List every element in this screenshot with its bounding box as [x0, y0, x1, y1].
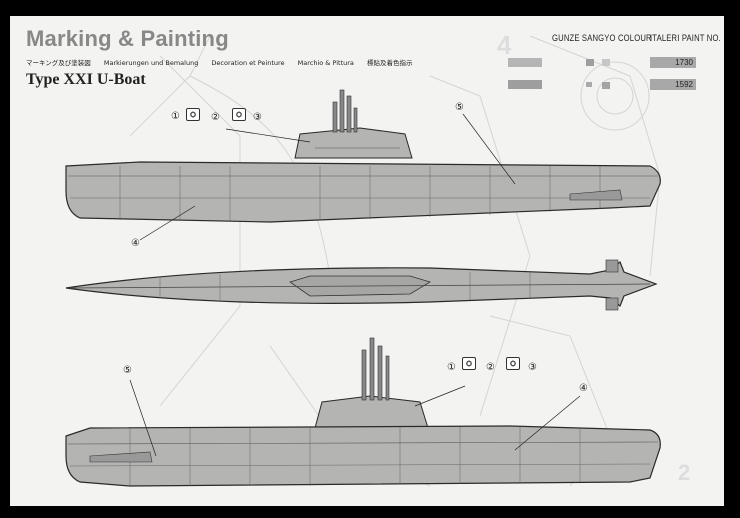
- side-view-bottom: [65, 337, 661, 487]
- side-view-top: [65, 89, 661, 241]
- callout-1-bottom: ①: [447, 362, 456, 373]
- model-subtitle: Type XXI U-Boat: [26, 71, 146, 88]
- language-label-ja: マーキング及び塗装図: [26, 59, 91, 67]
- gunze-swatch-2-dot: [602, 82, 610, 89]
- italeri-paint-1730: 1730: [650, 57, 696, 68]
- language-labels: マーキング及び塗装図 Markierungen und Bemalung Dec…: [26, 57, 423, 67]
- decal-icon: [232, 108, 246, 121]
- callout-4-bottom: ④: [579, 383, 588, 394]
- callout-5-top: ⑤: [455, 102, 464, 113]
- language-label-fr: Decoration et Peinture: [211, 59, 285, 67]
- callout-3-top: ③: [253, 112, 262, 123]
- callout-1-top: ①: [171, 111, 180, 122]
- language-label-de: Markierungen und Bemalung: [103, 59, 199, 67]
- gunze-swatch-2: [508, 80, 542, 89]
- gunze-swatch-1: [508, 58, 542, 67]
- page-title: Marking & Painting: [26, 26, 229, 51]
- language-label-it: Marchio & Pittura: [297, 59, 354, 67]
- background-part-number: 2: [678, 460, 691, 485]
- callout-2-bottom: ②: [486, 362, 495, 373]
- background-part-number: 4: [497, 30, 512, 60]
- decal-icon: [186, 108, 200, 121]
- callout-4-top: ④: [131, 238, 140, 249]
- decal-icon: [506, 357, 520, 370]
- callout-3-bottom: ③: [528, 362, 537, 373]
- instruction-sheet: 4 2: [10, 16, 724, 506]
- gunze-swatch-2-small: [586, 82, 592, 87]
- gunze-swatch-1-dot: [602, 59, 610, 66]
- submarine-illustration: [65, 35, 661, 487]
- callout-2-top: ②: [211, 112, 220, 123]
- gunze-swatch-1-small: [586, 59, 594, 66]
- italeri-column-header: ITALERI PAINT NO.: [650, 33, 721, 43]
- italeri-paint-1592: 1592: [650, 79, 696, 90]
- decal-icon: [462, 357, 476, 370]
- gunze-column-header: GUNZE SANGYO COLOUR: [552, 33, 652, 43]
- plan-view: [65, 259, 658, 311]
- callout-5-bottom: ⑤: [123, 365, 132, 376]
- language-label-zh: 標貼及着色指示: [366, 59, 413, 67]
